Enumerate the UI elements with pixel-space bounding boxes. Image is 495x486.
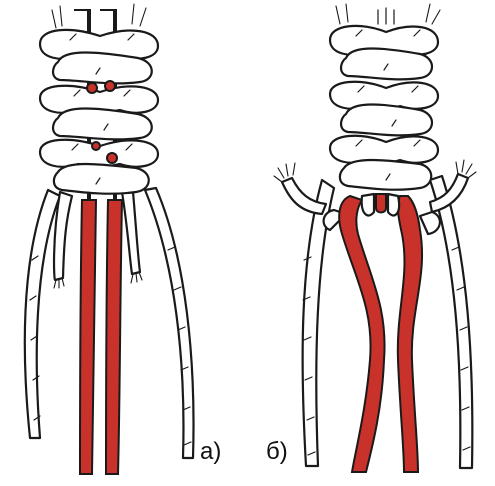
panel-a-label: а): [200, 440, 221, 464]
panel-a-right-outer-cord: [145, 188, 194, 458]
panel-b-label: б): [266, 440, 288, 464]
panel-b-knot-column: [330, 8, 438, 190]
panel-b: [274, 4, 476, 472]
panel-a-top-fray: [52, 4, 146, 28]
panel-b-core-cord-right: [398, 196, 422, 472]
panel-b-core-cord-stub: [376, 194, 386, 213]
panel-a: [25, 4, 194, 474]
panel-a-right-inner-cord: [122, 192, 140, 274]
panel-b-top-fray: [336, 4, 440, 24]
panel-b-core-cord-left: [339, 196, 384, 472]
panel-a-knot-column: [40, 30, 158, 194]
